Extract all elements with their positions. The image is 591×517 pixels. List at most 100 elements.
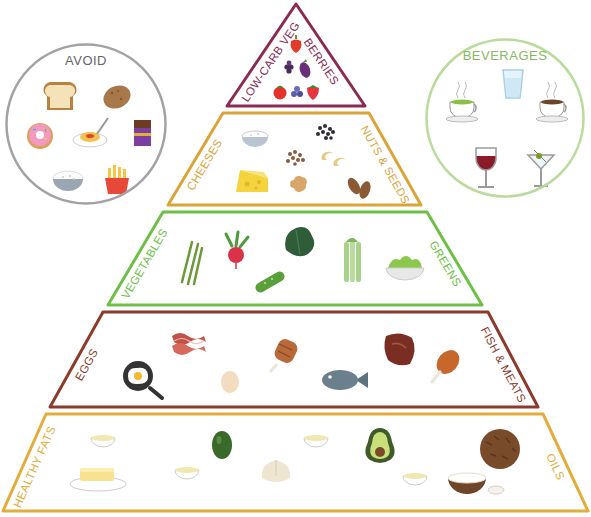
wine-glass-icon xyxy=(476,156,496,170)
radish-icon xyxy=(228,247,244,263)
fried-egg-pan-icon xyxy=(134,372,142,380)
tea-cup-icon xyxy=(474,104,476,112)
bread-icon xyxy=(44,82,77,110)
dark-greens-icon xyxy=(296,230,300,254)
oil-bowl-icon xyxy=(304,435,328,441)
garlic-icon xyxy=(262,460,290,482)
tier-outline xyxy=(3,414,588,511)
cheese-icon xyxy=(236,170,268,192)
donut-icon xyxy=(29,124,51,146)
coconut-icon xyxy=(480,429,520,469)
cottage-cheese-icon xyxy=(242,131,268,147)
cheese-icon xyxy=(257,180,261,184)
cottage-cheese-icon xyxy=(257,133,259,135)
coffee-cup-icon xyxy=(541,100,563,105)
tier-label: EGGS xyxy=(72,347,101,384)
chia-seeds-icon xyxy=(316,124,335,140)
pork-leg-icon xyxy=(278,344,292,357)
tomato-icon xyxy=(277,86,283,89)
peanut-icon xyxy=(290,176,307,192)
coffee-cup-icon xyxy=(547,82,550,98)
oil-bowl-icon xyxy=(175,467,199,473)
asparagus-icon xyxy=(182,242,202,284)
coconut-half-icon xyxy=(488,486,504,494)
bacon-icon xyxy=(174,339,204,344)
flax-seeds-icon xyxy=(288,152,292,156)
rice-bowl-icon xyxy=(62,176,64,178)
eggplant-icon xyxy=(298,59,313,79)
garlic-icon xyxy=(276,460,277,476)
tier-outline xyxy=(227,4,365,106)
strawberry-icon xyxy=(308,85,318,88)
peanut-icon xyxy=(290,176,307,192)
flax-seeds-icon xyxy=(296,158,300,162)
chia-seeds-icon xyxy=(324,136,328,140)
garlic-icon xyxy=(262,460,290,482)
chocolate-icon xyxy=(134,128,151,146)
almonds-icon xyxy=(357,180,373,200)
chia-seeds-icon xyxy=(328,127,332,131)
celery-icon xyxy=(350,238,355,282)
circle-outline xyxy=(7,45,166,204)
fries-icon xyxy=(105,165,129,194)
lettuce-bowl-icon xyxy=(386,256,424,280)
coffee-cup-icon xyxy=(564,104,566,112)
radish-icon xyxy=(235,263,237,269)
rice-bowl-icon xyxy=(53,179,83,191)
cashews-icon xyxy=(333,158,346,166)
strawberry-icon xyxy=(307,87,319,101)
food-circle: BEVERAGES xyxy=(425,38,585,198)
oil-bowl-icon xyxy=(91,435,115,441)
tomato-icon xyxy=(274,86,287,100)
blueberries-icon xyxy=(297,91,303,97)
rice-bowl-icon xyxy=(73,178,75,180)
radish-icon xyxy=(226,232,248,269)
cottage-cheese-icon xyxy=(242,137,268,147)
pyramid-tier: LOW-CARB VEGBERRIES xyxy=(227,4,365,106)
olive-icon xyxy=(212,431,232,459)
coffee-cup-icon xyxy=(536,116,568,122)
dark-greens-icon xyxy=(285,227,314,256)
tier-outline xyxy=(50,312,538,407)
bacon-icon xyxy=(172,333,206,345)
cheese-icon xyxy=(236,170,268,192)
coffee-cup-icon xyxy=(554,82,557,98)
tier-outline xyxy=(108,212,482,305)
tier-outline xyxy=(108,212,482,305)
martini-icon xyxy=(528,150,554,186)
chocolate-icon xyxy=(134,133,151,136)
coconut-icon xyxy=(480,429,520,469)
water-glass-icon xyxy=(505,78,521,97)
tea-cup-icon xyxy=(464,82,467,98)
tea-cup-icon xyxy=(446,82,478,122)
cashews-icon xyxy=(321,152,334,160)
chicken-leg-icon xyxy=(432,346,464,382)
tea-cup-icon xyxy=(451,100,473,105)
fried-egg-pan-icon xyxy=(150,388,162,398)
celery-icon xyxy=(346,238,358,242)
blackberry-icon xyxy=(284,61,293,74)
oil-bowl-icon xyxy=(91,435,115,447)
cottage-cheese-icon xyxy=(250,134,252,136)
steak-icon xyxy=(392,344,406,349)
chocolate-icon xyxy=(134,120,151,146)
butter-dish-icon xyxy=(80,468,114,481)
fried-egg-pan-icon xyxy=(123,361,162,398)
bread-icon xyxy=(45,85,75,108)
potato-icon xyxy=(111,92,113,94)
coconut-half-icon xyxy=(448,473,486,483)
flax-seeds-icon xyxy=(293,162,297,166)
cucumber-icon xyxy=(271,278,273,280)
pasta-icon xyxy=(86,134,94,138)
donut-icon xyxy=(27,123,53,149)
eggplant-icon xyxy=(303,59,307,62)
cheese-icon xyxy=(240,170,268,178)
egg-icon xyxy=(221,371,239,393)
martini-icon xyxy=(536,153,542,159)
chocolate-icon xyxy=(134,120,151,146)
tier-outline xyxy=(3,414,588,511)
wine-glass-icon xyxy=(485,170,487,186)
bread-icon xyxy=(44,82,77,110)
oil-bowl-icon xyxy=(175,467,199,479)
